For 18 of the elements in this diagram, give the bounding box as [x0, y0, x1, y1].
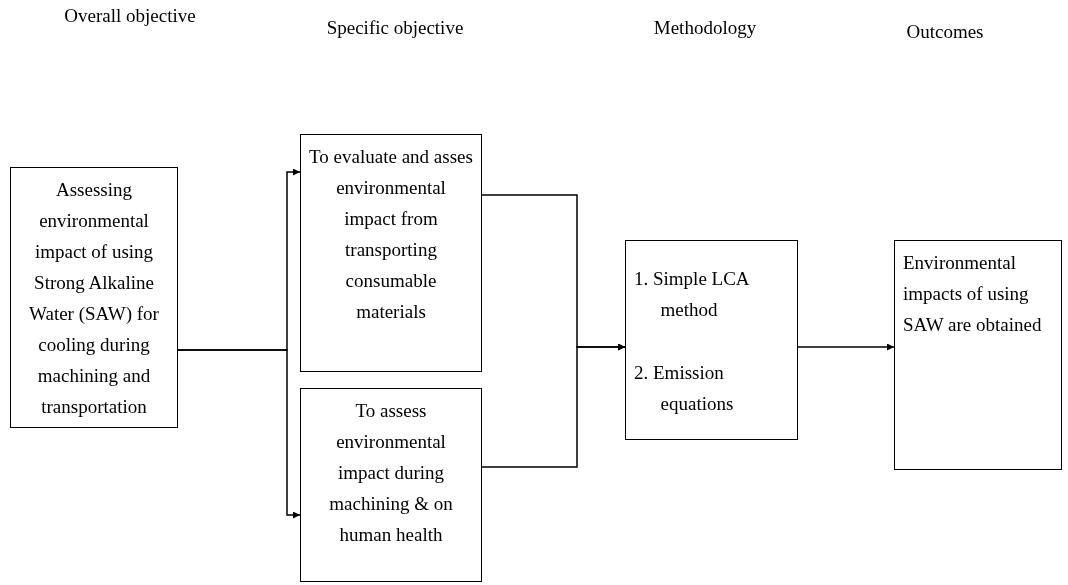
process-box — [10, 167, 178, 428]
process-box — [300, 388, 482, 582]
list-item: 1. Simple LCA method — [634, 267, 751, 322]
column-heading: Methodology — [652, 16, 758, 40]
box-text: Environmental impacts of using SAW are obtained — [903, 251, 1043, 337]
process-box — [894, 240, 1062, 470]
column-heading: Overall objective — [63, 4, 197, 28]
column-heading: Specific objective — [325, 16, 465, 40]
box-text: To evaluate and asses environmental impact from transporting consumable materials — [309, 145, 473, 324]
box-text: To assess environmental impact during machining & on human health — [328, 399, 454, 547]
process-box — [300, 134, 482, 372]
column-heading: Outcomes — [905, 20, 985, 44]
list-item: 2. Emission equations — [634, 361, 735, 416]
arrow — [797, 343, 895, 351]
arrow — [481, 343, 626, 468]
arrow — [177, 349, 301, 519]
box-text: Assessing environmental impact of using Strong Alkaline Water (SAW) for cooling during machining and transportation — [28, 178, 160, 419]
process-box — [625, 240, 798, 440]
